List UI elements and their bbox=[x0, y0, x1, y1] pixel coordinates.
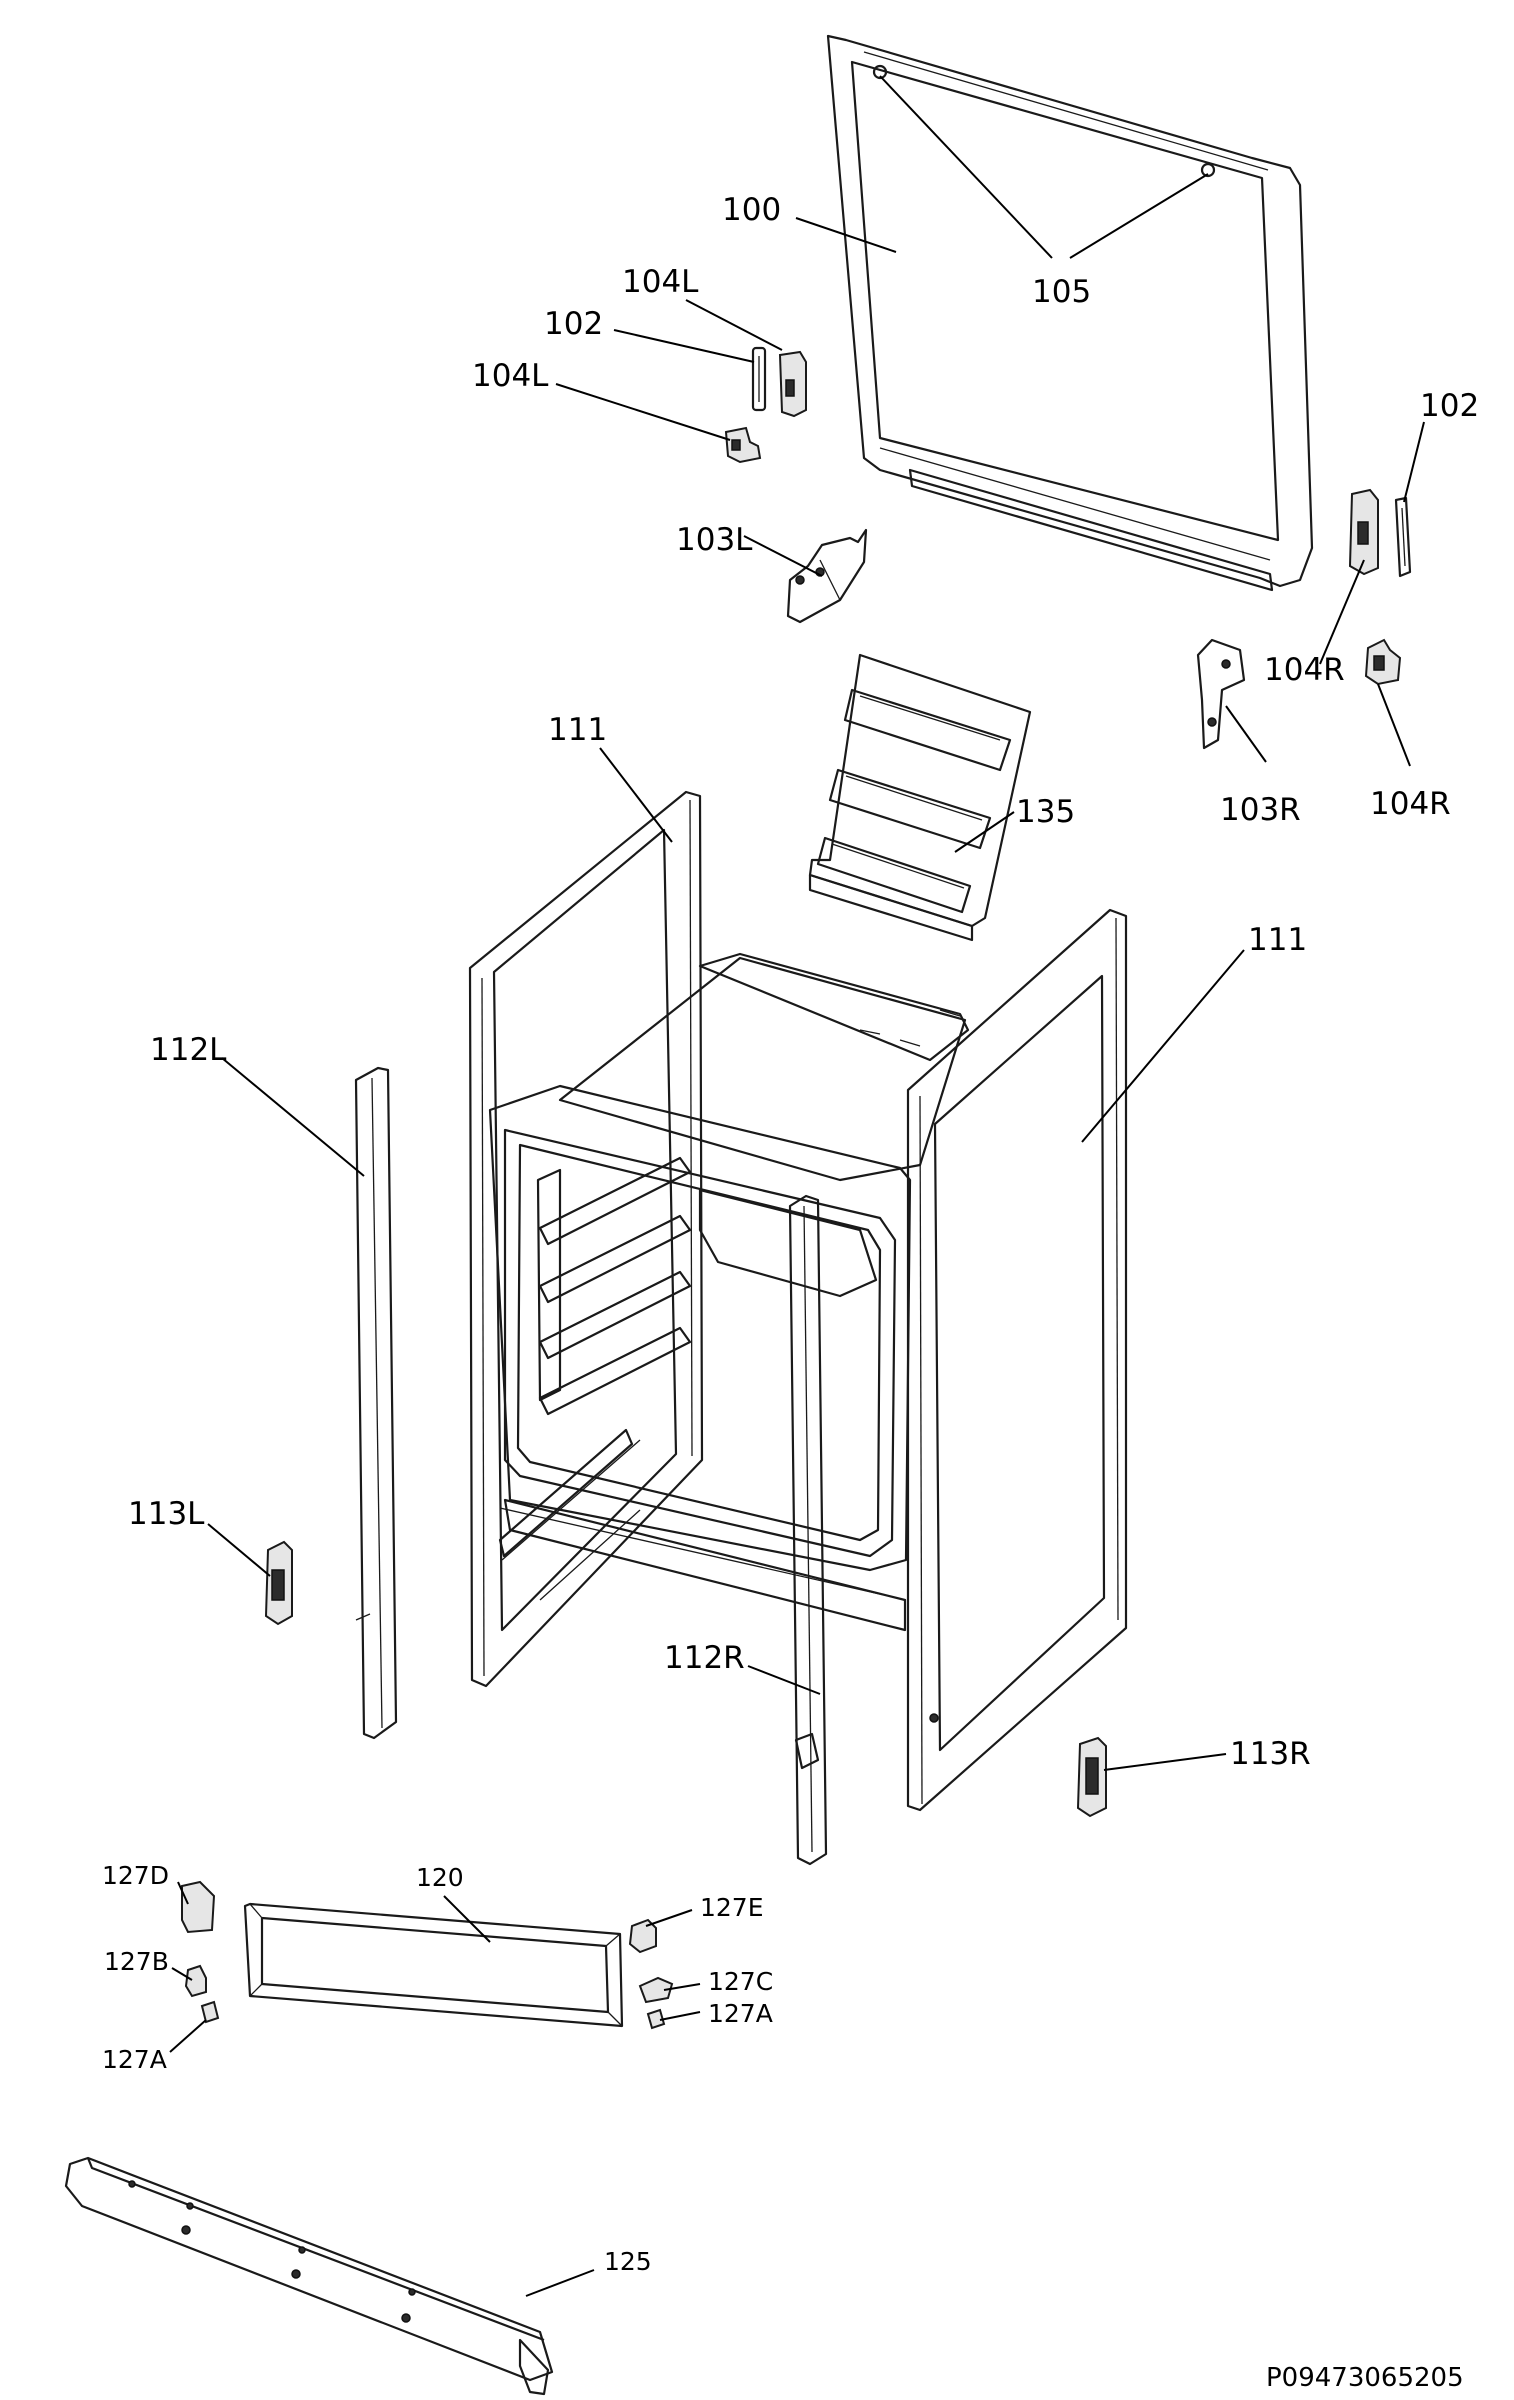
label-111-right: 111 bbox=[1248, 922, 1307, 958]
label-102-left: 102 bbox=[544, 306, 603, 342]
part-127A-left-clip[interactable] bbox=[200, 2000, 220, 2024]
part-127A-right-clip[interactable] bbox=[646, 2008, 666, 2030]
label-105: 105 bbox=[1032, 274, 1091, 310]
label-102-right: 102 bbox=[1420, 388, 1479, 424]
label-127D: 127D bbox=[102, 1861, 169, 1890]
part-113L-left-latch[interactable] bbox=[264, 1540, 293, 1626]
leader-lines bbox=[169, 75, 1425, 2297]
label-113R: 113R bbox=[1230, 1736, 1311, 1772]
part-111-right-side-panel[interactable] bbox=[906, 908, 1128, 1812]
label-104R-left: 104R bbox=[1264, 652, 1345, 688]
label-104R-right: 104R bbox=[1370, 786, 1451, 822]
label-111-left: 111 bbox=[548, 712, 607, 748]
part-103L-bracket[interactable] bbox=[786, 528, 868, 624]
label-112L: 112L bbox=[150, 1032, 227, 1068]
label-127C: 127C bbox=[708, 1967, 773, 1996]
part-113R-right-latch[interactable] bbox=[1076, 1736, 1107, 1818]
part-100-lid[interactable] bbox=[826, 34, 1314, 592]
part-135-baffle-panel[interactable] bbox=[808, 653, 1032, 942]
drawing-code: P09473065205 bbox=[1266, 2363, 1464, 2393]
part-125-base-plinth[interactable] bbox=[64, 2156, 554, 2396]
label-100: 100 bbox=[722, 192, 781, 228]
part-111-left-side-panel[interactable] bbox=[468, 790, 704, 1688]
part-127B-clip[interactable] bbox=[184, 1964, 207, 1998]
part-104L-upper-hinge[interactable] bbox=[778, 350, 807, 418]
part-102-right-hinge-bar[interactable] bbox=[1394, 496, 1412, 578]
oven-cavity-body[interactable] bbox=[488, 952, 970, 1632]
label-104L-bottom: 104L bbox=[472, 358, 549, 394]
label-103R: 103R bbox=[1220, 792, 1301, 828]
callout-labels: 100 105 104L 102 104L 102 103L 104R 104R… bbox=[102, 192, 1479, 2276]
part-102-left-hinge-bar[interactable] bbox=[751, 346, 767, 412]
part-104L-lower-hinge[interactable] bbox=[724, 426, 762, 464]
label-104L-top: 104L bbox=[622, 264, 699, 300]
label-127E: 127E bbox=[700, 1893, 764, 1922]
label-112R: 112R bbox=[664, 1640, 745, 1676]
part-104R-lower-hinge[interactable] bbox=[1364, 638, 1402, 686]
part-104R-upper-hinge[interactable] bbox=[1348, 488, 1379, 576]
part-105-screws bbox=[872, 64, 1216, 178]
label-127B: 127B bbox=[104, 1947, 169, 1976]
part-127D-clip[interactable] bbox=[181, 1880, 216, 1934]
label-103L: 103L bbox=[676, 522, 753, 558]
label-113L: 113L bbox=[128, 1496, 205, 1532]
label-127A-right: 127A bbox=[708, 1999, 773, 2028]
label-135: 135 bbox=[1016, 794, 1075, 830]
part-127E-clip[interactable] bbox=[628, 1918, 657, 1954]
part-120-kick-plate[interactable] bbox=[243, 1902, 624, 2028]
part-112L-left-strip[interactable] bbox=[354, 1066, 398, 1740]
label-120: 120 bbox=[416, 1863, 464, 1892]
part-127C-clip[interactable] bbox=[638, 1976, 674, 2004]
label-125: 125 bbox=[604, 2247, 652, 2276]
part-103R-bracket[interactable] bbox=[1196, 638, 1246, 750]
label-127A-left: 127A bbox=[102, 2045, 167, 2074]
part-112R-right-strip[interactable] bbox=[788, 1194, 828, 1866]
